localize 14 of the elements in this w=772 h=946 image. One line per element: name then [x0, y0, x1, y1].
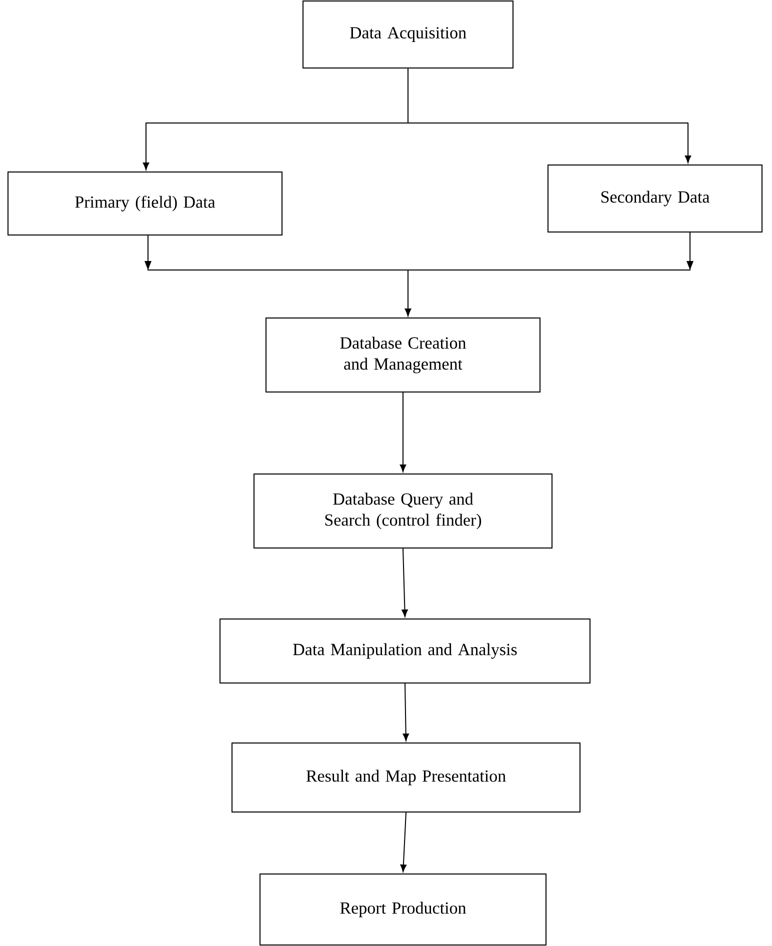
arrow — [408, 68, 692, 164]
arrow — [400, 392, 406, 472]
arrow — [400, 812, 407, 872]
process-box: Secondary Data — [548, 164, 762, 232]
arrow — [402, 548, 408, 618]
process-box: Data Acquisition — [302, 0, 514, 68]
process-box: Result and Map Presentation — [232, 742, 580, 812]
process-box: Report Production — [260, 874, 546, 946]
process-box: Database Query and Search (control finder) — [254, 474, 552, 548]
arrow — [402, 683, 409, 742]
process-box: Database Creation and Management — [266, 318, 540, 392]
process-box: Data Manipulation and Analysis — [220, 618, 590, 684]
process-box: Primary (field) Data — [8, 172, 282, 236]
arrow — [404, 232, 694, 316]
